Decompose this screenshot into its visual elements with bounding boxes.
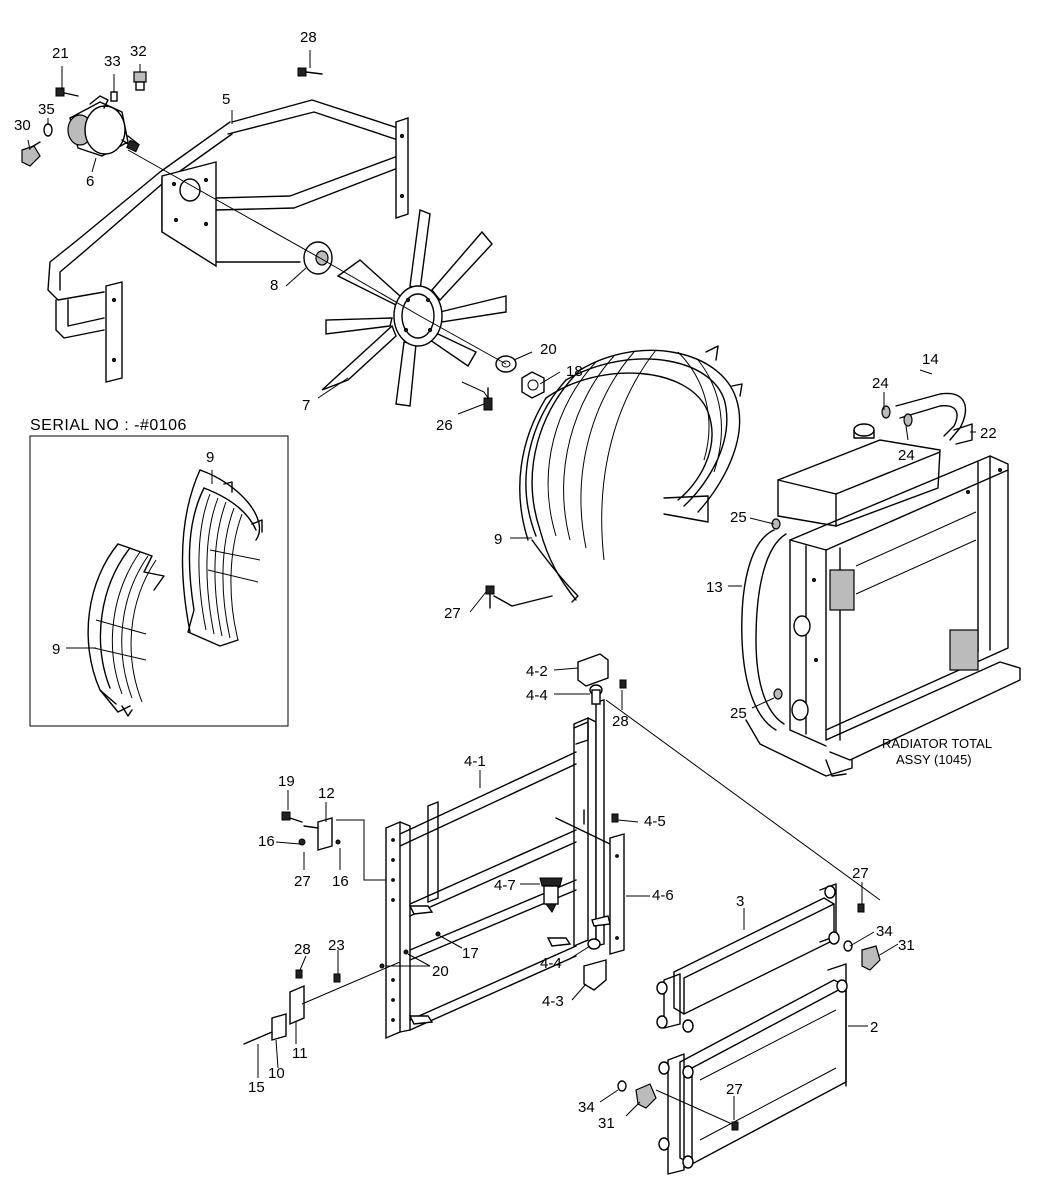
callout: 8 <box>270 277 278 294</box>
callout: 15 <box>248 1079 265 1096</box>
leader-lines <box>27 50 976 1120</box>
fan-motor <box>67 95 140 157</box>
callout: 9 <box>206 449 214 466</box>
callout: 20 <box>432 963 449 980</box>
callout: 31 <box>598 1115 615 1132</box>
callout: 28 <box>294 941 311 958</box>
radiator-mount-frame <box>385 653 881 1040</box>
callout: 16 <box>258 833 275 850</box>
shroud-half-upper <box>181 469 263 647</box>
callout: 9 <box>494 531 502 548</box>
callout: 22 <box>980 425 997 442</box>
callout: 14 <box>922 351 939 368</box>
callout: 25 <box>730 509 747 526</box>
fan-shroud <box>485 345 743 609</box>
callout: 10 <box>268 1065 285 1082</box>
callout: 35 <box>38 101 55 118</box>
callout: 4-4 <box>526 687 548 704</box>
callout: 26 <box>436 417 453 434</box>
radiator-caption-line-2: ASSY (1045) <box>896 752 972 767</box>
callout: 34 <box>578 1099 595 1116</box>
callout: 30 <box>14 117 31 134</box>
callout: 33 <box>104 53 121 70</box>
callout: 19 <box>278 773 295 790</box>
callout: 27 <box>852 865 869 882</box>
spacer <box>303 241 333 275</box>
callout: 2 <box>870 1019 878 1036</box>
serial-note: SERIAL NO : -#0106 <box>30 417 187 434</box>
callout: 24 <box>872 375 889 392</box>
callout: 5 <box>222 91 230 108</box>
radiator-core <box>617 963 848 1175</box>
callout: 28 <box>300 29 317 46</box>
radiator-total-assy <box>741 392 1021 777</box>
callout: 34 <box>876 923 893 940</box>
callout: 4-6 <box>652 887 674 904</box>
callout: 4-5 <box>644 813 666 830</box>
callout: 17 <box>462 945 479 962</box>
callout: 31 <box>898 937 915 954</box>
callout: 27 <box>294 873 311 890</box>
callout: 18 <box>566 363 583 380</box>
radiator-caption-line-1: RADIATOR TOTAL <box>882 736 992 751</box>
callout: 9 <box>52 641 60 658</box>
callout: 25 <box>730 705 747 722</box>
callout: 4-3 <box>542 993 564 1010</box>
fan-guard-frame <box>47 67 409 383</box>
oil-cooler <box>656 883 881 1033</box>
callout: 4-4 <box>540 955 562 972</box>
callout: 27 <box>444 605 461 622</box>
serial-inset-box <box>29 435 289 727</box>
callout: 7 <box>302 397 310 414</box>
side-bracket <box>281 811 386 881</box>
callout: 20 <box>540 341 557 358</box>
callout: 21 <box>52 45 69 62</box>
callout: 11 <box>292 1045 308 1062</box>
callout: 24 <box>898 447 915 464</box>
callout: 6 <box>86 173 94 190</box>
callout: 13 <box>706 579 723 596</box>
callout: 28 <box>612 713 629 730</box>
small-fittings <box>21 71 147 167</box>
callout: 4-7 <box>494 877 516 894</box>
callout: 4-1 <box>464 753 486 770</box>
callout: 27 <box>726 1081 743 1098</box>
shroud-half-lower <box>87 543 165 717</box>
callout: 32 <box>130 43 147 60</box>
callout: 23 <box>328 937 345 954</box>
lower-bracket <box>243 931 441 1045</box>
callout: 3 <box>736 893 744 910</box>
washer-and-nut <box>483 355 545 411</box>
callout: 4-2 <box>526 663 548 680</box>
callout: 16 <box>332 873 349 890</box>
fan <box>321 209 507 407</box>
callout: 12 <box>318 785 335 802</box>
